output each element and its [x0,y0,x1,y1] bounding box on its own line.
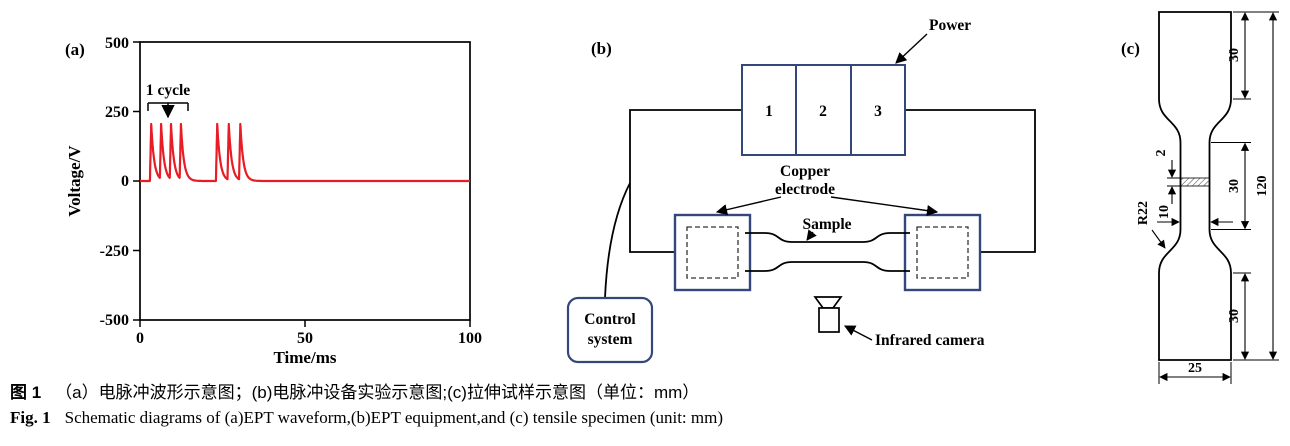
copper-electrode-label-line2: electrode [775,181,835,198]
power-cell-2: 2 [819,103,827,120]
sample-leader-arrow [806,229,817,241]
dim-grip-width: 25 [1188,361,1202,376]
panel-b-label: (b) [591,39,612,58]
dim-bottom-grip: 30 [1227,309,1242,323]
control-system-label-line1: Control [584,311,636,328]
cycle-bracket [147,102,189,119]
voltage-waveform-line [139,122,471,183]
x-tick-marks [139,320,471,327]
dim-total-length: 120 [1255,176,1270,197]
power-cell-1: 1 [765,103,773,120]
extension-lines [1158,11,1279,384]
xtick-0: 0 [136,330,144,347]
cycle-annotation-label: 1 cycle [146,82,190,99]
y-axis-title: Voltage/V [65,145,84,217]
ytick-n250: -250 [100,243,129,260]
y-tick-marks [133,41,140,321]
right-power-wire [905,109,1036,253]
infrared-camera-label: Infrared camera [875,332,985,349]
dim-fillet-radius: R22 [1136,201,1151,225]
control-system-wire [604,182,631,299]
control-system-label-line2: system [588,331,633,348]
xtick-100: 100 [458,330,482,347]
dim-marked-thickness: 2 [1154,150,1169,157]
power-label: Power [929,17,971,34]
control-system-box: Control system [566,296,654,364]
ytick-n500: -500 [100,312,129,329]
copper-electrode-arrow-right [830,196,939,217]
infrared-camera-arrow [844,325,873,341]
dimension-lines [1151,12,1278,382]
right-copper-electrode [903,213,982,292]
sample-specimen [745,232,910,272]
panel-a: (a) 500 250 0 -250 -500 [50,5,510,373]
sample-label: Sample [802,216,851,233]
panel-c: (c) [1095,0,1290,395]
infrared-camera-icon [813,296,843,333]
waveform-chart: (a) 500 250 0 -250 -500 [65,35,482,367]
caption-english-label: Fig. 1 [10,408,51,427]
left-power-wire [629,109,742,253]
caption-chinese-text: （a）电脉冲波形示意图；(b)电脉冲设备实验示意图;(c)拉伸试样示意图（单位：… [55,383,700,402]
equipment-schematic: (b) 1 2 3 Power [566,17,1036,364]
ytick-500: 500 [105,35,129,52]
copper-electrode-label-line1: Copper [780,163,830,180]
caption-english: Fig. 1 Schematic diagrams of (a)EPT wavef… [10,408,723,428]
ytick-0: 0 [121,173,129,190]
panel-b: (b) 1 2 3 Power [555,0,1065,380]
panel-c-label: (c) [1121,39,1140,58]
left-copper-electrode [673,213,752,292]
power-leader-arrow [895,33,928,64]
dim-gauge-length: 30 [1227,179,1242,193]
panel-a-label: (a) [65,40,85,59]
caption-english-text: Schematic diagrams of (a)EPT waveform,(b… [64,408,724,427]
power-supply-box: 1 2 3 [741,64,906,156]
ytick-250: 250 [105,104,129,121]
power-cell-3: 3 [874,103,882,120]
xtick-50: 50 [297,330,313,347]
x-axis-title: Time/ms [274,348,337,367]
specimen-drawing: (c) [1121,11,1279,384]
caption-chinese-label: 图 1 [10,383,42,402]
copper-electrode-arrow-left [715,196,782,216]
dim-gauge-width: 10 [1157,205,1172,219]
caption-chinese: 图 1 （a）电脉冲波形示意图；(b)电脉冲设备实验示意图;(c)拉伸试样示意图（… [10,378,699,403]
marked-band [1180,177,1210,187]
dim-top-grip: 30 [1227,48,1242,62]
